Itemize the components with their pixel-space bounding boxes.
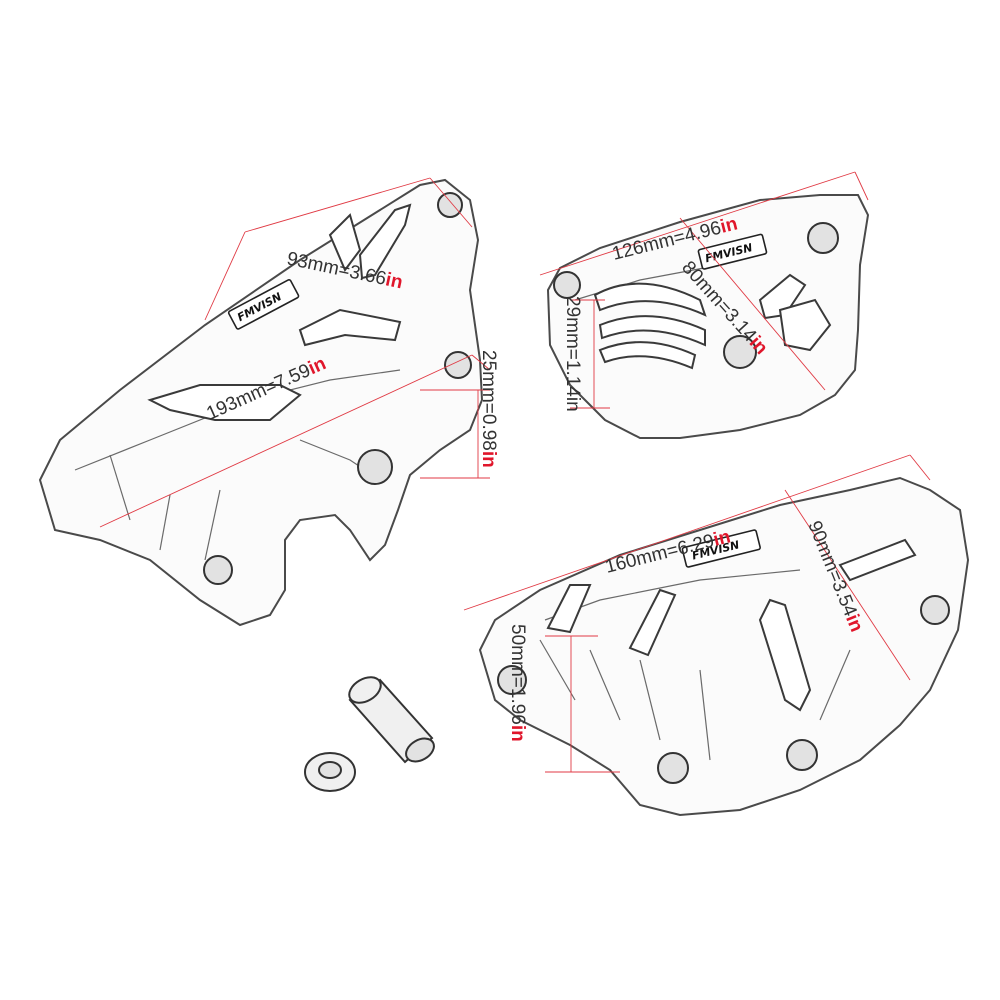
bolt-hole-icon	[723, 335, 757, 369]
spacer-washer	[304, 752, 356, 792]
bolt-hole-icon	[203, 555, 233, 585]
bolt-hole-icon	[497, 665, 527, 695]
dim-left-depth: 25mm=0.98in	[478, 350, 499, 468]
top-right-engine-cover: FMVISN	[546, 194, 870, 439]
brand-logo-left: FMVISN	[227, 279, 300, 330]
bolt-hole-icon	[437, 192, 463, 218]
bolt-hole-icon	[657, 752, 689, 784]
bolt-hole-icon	[357, 449, 393, 485]
bolt-hole-icon	[786, 739, 818, 771]
brand-logo-bottom-right: FMVISN	[681, 529, 761, 568]
bottom-right-engine-cover: FMVISN	[478, 476, 970, 817]
bolt-hole-icon	[920, 595, 950, 625]
left-engine-cover: FMVISN	[38, 178, 484, 627]
bolt-hole-icon	[553, 271, 581, 299]
dim-bottom-right-height: 50mm=1.96in	[507, 624, 528, 742]
dim-top-right-height: 29mm=1.14in	[562, 296, 583, 412]
bolt-hole-icon	[444, 351, 472, 379]
bolt-hole-icon	[807, 222, 839, 254]
spacer-sleeve	[348, 676, 435, 764]
dimension-lines	[99, 171, 931, 773]
